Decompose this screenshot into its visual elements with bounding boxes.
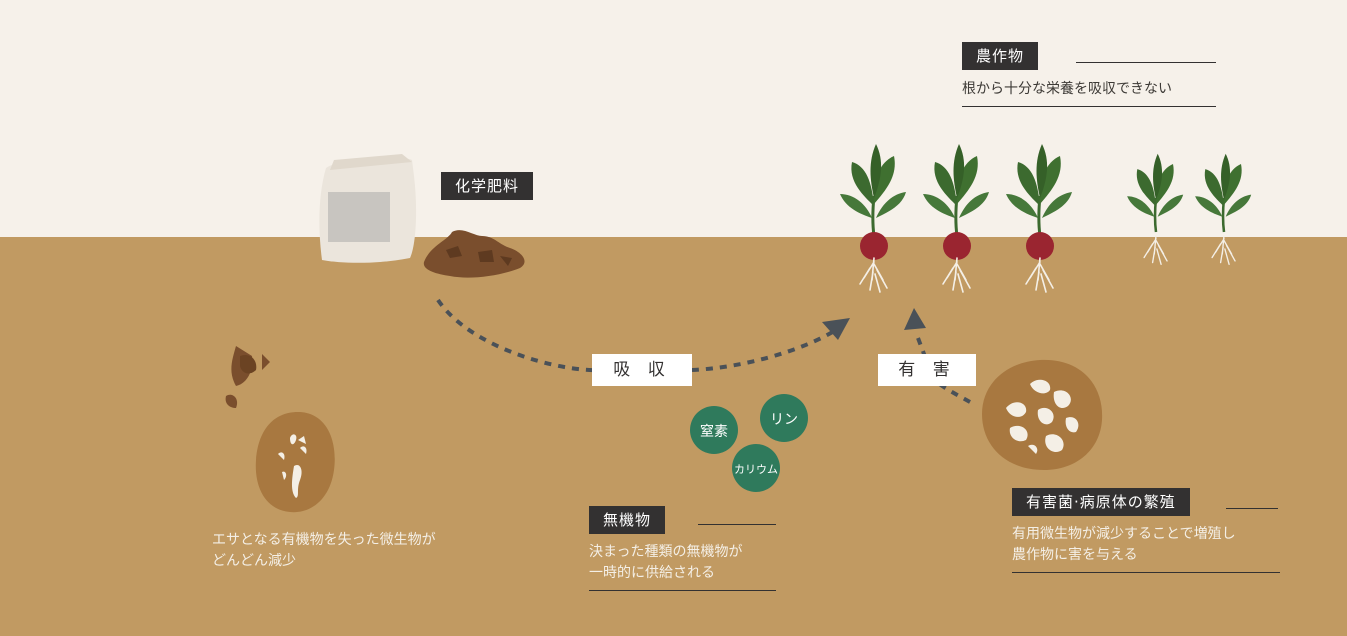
fertilizer-bag-label-icon xyxy=(328,192,390,242)
inorganic-title-rule xyxy=(698,524,776,525)
radish-crop-3-icon xyxy=(1004,142,1074,293)
microbes-line2: どんどん減少 xyxy=(212,553,296,569)
pathogen-blob-icon xyxy=(982,359,1103,470)
microbe-blob-icon xyxy=(255,412,335,513)
phosphorus-circle xyxy=(760,394,808,442)
crops-description-rule xyxy=(962,106,1216,107)
sprout-2-icon xyxy=(1193,152,1253,265)
crops-description: 根から十分な栄養を吸収できない xyxy=(962,81,1172,97)
sky-background xyxy=(0,0,1347,237)
potassium-circle xyxy=(732,444,780,492)
sprout-1-icon xyxy=(1125,152,1185,265)
pathogens-line2: 農作物に害を与える xyxy=(1012,547,1138,563)
fertilizer-bag-icon xyxy=(319,154,417,263)
inorganic-line2: 一時的に供給される xyxy=(589,565,715,581)
inorganic-title-tag: 無機物 xyxy=(589,506,666,534)
crops-title-rule xyxy=(1076,62,1216,63)
absorption-arrow xyxy=(436,298,850,373)
inorganic-line1: 決まった種類の無機物が xyxy=(589,544,743,560)
inorganic-bottom-rule xyxy=(589,590,776,591)
pathogens-title-tag: 有害菌·病原体の繁殖 xyxy=(1012,488,1190,516)
nitrogen-circle xyxy=(690,406,738,454)
potassium-label: カリウム xyxy=(734,463,778,476)
radish-crop-2-icon xyxy=(921,142,991,293)
organic-matter-flakes-icon xyxy=(225,346,270,408)
crops-title-tag: 農作物 xyxy=(962,42,1039,70)
radish-crop-1-icon xyxy=(838,142,908,293)
fertilizer-pile-icon xyxy=(423,230,525,278)
fertilizer-title-tag: 化学肥料 xyxy=(441,172,534,200)
pathogens-bottom-rule xyxy=(1012,572,1280,573)
absorption-label: 吸 収 xyxy=(592,354,692,386)
microbes-line1: エサとなる有機物を失った微生物が xyxy=(212,532,436,548)
pathogens-line1: 有用微生物が減少することで増殖し xyxy=(1012,526,1236,542)
nitrogen-label: 窒素 xyxy=(700,424,728,440)
pathogens-title-rule xyxy=(1226,508,1278,509)
phosphorus-label: リン xyxy=(770,412,798,428)
soil-background xyxy=(0,237,1347,636)
harmful-label: 有 害 xyxy=(878,354,976,386)
